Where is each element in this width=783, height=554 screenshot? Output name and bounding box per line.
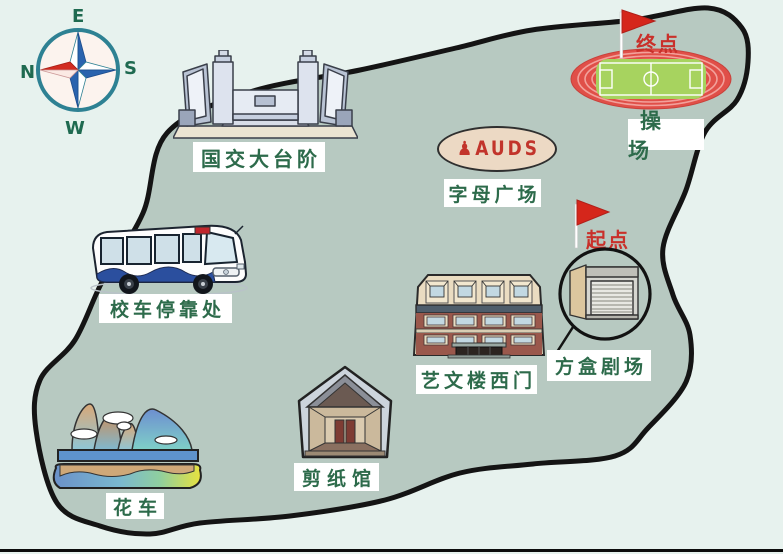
compass-letter-w: W bbox=[65, 118, 85, 139]
compass-letter-e: E bbox=[72, 6, 85, 27]
finish-flag-label: 终点 bbox=[636, 34, 680, 56]
label-arts-building-west-gate: 艺文楼西门 bbox=[416, 365, 537, 394]
compass-star-icon bbox=[36, 28, 120, 112]
label-letter-plaza: 字母广场 bbox=[444, 179, 541, 207]
label-playground: 操场 bbox=[628, 109, 704, 163]
flower-float-illustration bbox=[44, 386, 212, 494]
label-paper-cutting-hall: 剪纸馆 bbox=[294, 463, 379, 491]
bottom-edge-line bbox=[0, 549, 783, 552]
plaza-letters: ♟AUDS bbox=[456, 137, 541, 161]
playground-track-illustration bbox=[566, 46, 736, 114]
letter-plaza-illustration: ♟AUDS bbox=[437, 126, 557, 172]
label-flower-float: 花车 bbox=[106, 493, 164, 519]
start-flag-label: 起点 bbox=[586, 230, 630, 252]
label-guojiao-steps: 国交大台阶 bbox=[193, 142, 325, 172]
compass-rose-icon: E N S W bbox=[18, 6, 142, 139]
finish-flag: 终点 bbox=[615, 8, 707, 60]
theater-callout-line bbox=[555, 326, 575, 353]
compass-letter-s: S bbox=[124, 58, 137, 79]
finish-flag-icon bbox=[619, 9, 657, 59]
compass-letter-n: N bbox=[20, 62, 36, 83]
start-flag-icon bbox=[574, 199, 611, 249]
label-school-bus-stop: 校车停靠处 bbox=[99, 294, 232, 323]
start-flag: 起点 bbox=[571, 198, 663, 260]
guojiao-steps-illustration bbox=[173, 50, 358, 142]
arts-building-illustration bbox=[408, 269, 550, 361]
paper-cutting-hall-illustration bbox=[287, 365, 409, 461]
label-box-theater: 方盒剧场 bbox=[547, 350, 651, 381]
school-bus-illustration bbox=[85, 210, 253, 298]
box-theater-illustration bbox=[556, 245, 654, 343]
